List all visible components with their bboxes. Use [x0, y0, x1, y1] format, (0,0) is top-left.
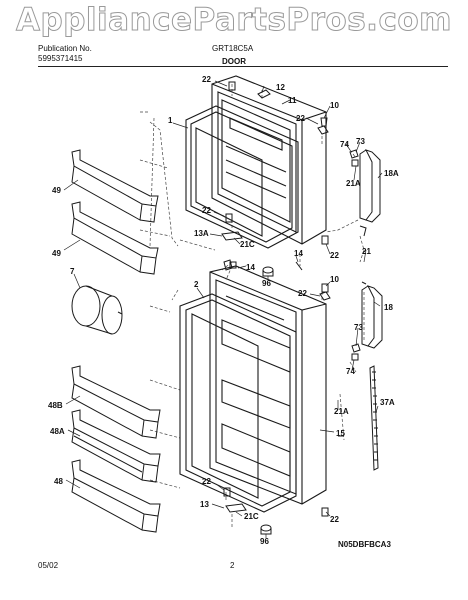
- callout-18: 18: [384, 303, 393, 312]
- diagram-code: N05DBFBCA3: [338, 540, 391, 549]
- callout-96: 96: [262, 279, 271, 288]
- callout-74: 74: [340, 140, 349, 149]
- dashed-leaders: [139, 84, 365, 528]
- freezer-gasket: [185, 105, 299, 249]
- callout-22: 22: [202, 477, 211, 486]
- callout-74: 74: [346, 367, 355, 376]
- callout-13A: 13A: [194, 229, 209, 238]
- callout-7: 7: [70, 267, 75, 276]
- publication-number: 5995371415: [38, 54, 83, 63]
- callout-37A: 37A: [380, 398, 395, 407]
- callout-21: 21: [362, 247, 371, 256]
- section-title: DOOR: [222, 57, 246, 66]
- door-shelf-48: [71, 459, 161, 533]
- fresh-food-door-outer: [209, 265, 327, 505]
- callout-73: 73: [354, 323, 363, 332]
- header-rule: [38, 66, 448, 67]
- freezer-handle: [359, 149, 381, 223]
- callout-21C: 21C: [240, 240, 255, 249]
- model-number: GRT18C5A: [212, 44, 254, 53]
- callout-22: 22: [296, 114, 305, 123]
- callout-22: 22: [202, 75, 211, 84]
- page-number: 2: [230, 561, 235, 570]
- fresh-food-handle: [361, 285, 383, 349]
- callout-22: 22: [202, 206, 211, 215]
- freezer-shelf-lower: [71, 201, 159, 275]
- callout-48B: 48B: [48, 401, 63, 410]
- callout-11: 11: [288, 96, 297, 105]
- callout-21A: 21A: [334, 407, 349, 416]
- callout-10: 10: [330, 101, 339, 110]
- callout-15: 15: [336, 429, 345, 438]
- fresh-food-gasket: [179, 293, 297, 513]
- callout-48A: 48A: [50, 427, 65, 436]
- hardware-parts: [221, 81, 367, 517]
- callout-2: 2: [194, 280, 199, 289]
- hinge-bushing-96-upper: [262, 266, 274, 277]
- callout-18A: 18A: [384, 169, 399, 178]
- callout-21A: 21A: [346, 179, 361, 188]
- callout-13: 13: [200, 500, 209, 509]
- publication-label: Publication No.: [38, 44, 92, 53]
- dairy-bin: [71, 285, 123, 335]
- callout-10: 10: [330, 275, 339, 284]
- callout-labels: 22 12 11 10 22 74 73 1 18A 21A 49 22 13A…: [48, 75, 399, 546]
- watermark: AppliancePartsPros.com: [16, 2, 452, 39]
- door-shelf-48B: [71, 365, 161, 439]
- callout-49: 49: [52, 186, 61, 195]
- door-shelf-48A: [71, 409, 161, 483]
- freezer-shelf-upper: [71, 149, 159, 223]
- freezer-door-outer: [211, 75, 327, 245]
- callout-22: 22: [330, 515, 339, 524]
- callout-22: 22: [298, 289, 307, 298]
- callout-73: 73: [356, 137, 365, 146]
- callout-49: 49: [52, 249, 61, 258]
- callout-22: 22: [330, 251, 339, 260]
- footer-date: 05/02: [38, 561, 59, 570]
- callout-leaders: [63, 80, 383, 538]
- handle-trim-strip: [369, 365, 379, 471]
- callout-96: 96: [260, 537, 269, 546]
- callout-21C: 21C: [244, 512, 259, 521]
- callout-12: 12: [276, 83, 285, 92]
- callout-14: 14: [294, 249, 303, 258]
- callout-1: 1: [168, 116, 173, 125]
- hinge-bushing-96-lower: [260, 524, 272, 535]
- callout-14: 14: [246, 263, 255, 272]
- callout-48: 48: [54, 477, 63, 486]
